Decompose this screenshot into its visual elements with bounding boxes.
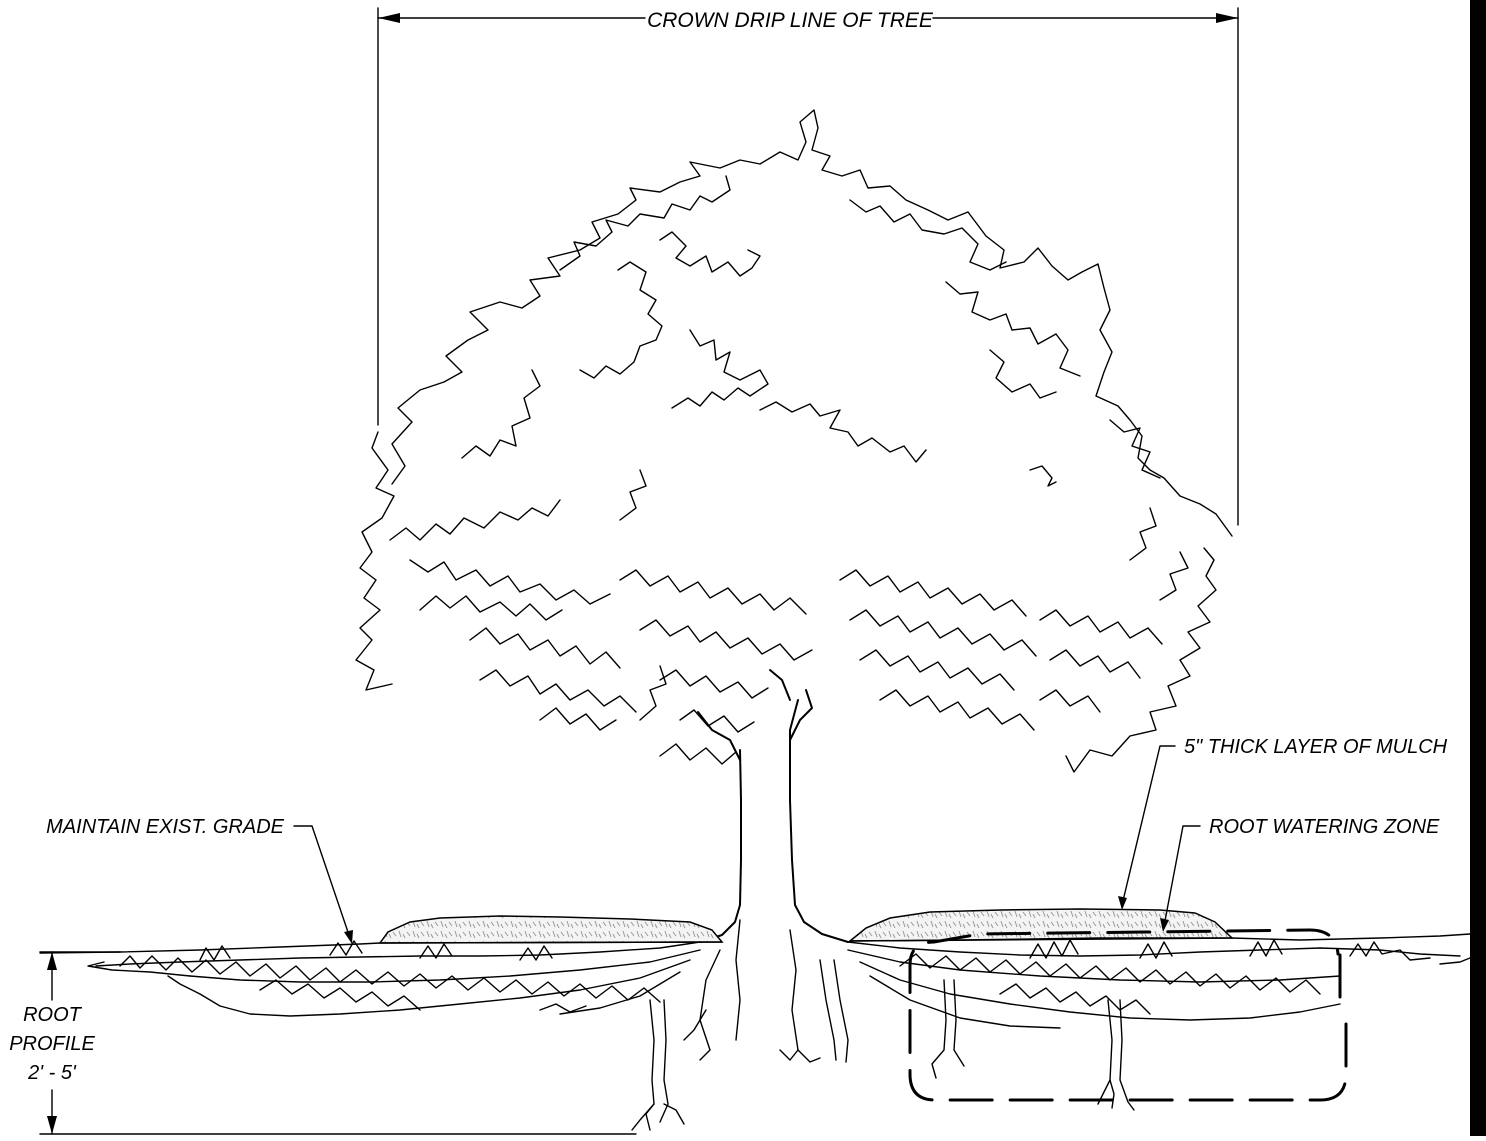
root-profile-label-1: ROOT: [23, 1004, 83, 1026]
root-profile-dimension: ROOT PROFILE 2' - 5': [9, 952, 636, 1134]
arrow-left-icon: [378, 13, 400, 23]
watering-zone-label: ROOT WATERING ZONE: [1209, 816, 1440, 838]
root-profile-label-2: PROFILE: [9, 1033, 95, 1055]
grade-label: MAINTAIN EXIST. GRADE: [46, 816, 284, 838]
arrow-up-icon: [47, 952, 57, 970]
tree-trunk: [698, 670, 848, 942]
arrow-right-icon: [1216, 13, 1238, 23]
grade-callout: MAINTAIN EXIST. GRADE: [46, 816, 353, 944]
crown-label: CROWN DRIP LINE OF TREE: [647, 9, 934, 32]
sheet-border: [1470, 0, 1486, 1136]
tree-canopy: [356, 110, 1232, 772]
mulch-label: 5" THICK LAYER OF MULCH: [1184, 736, 1448, 758]
crown-dimension: CROWN DRIP LINE OF TREE: [378, 8, 1238, 525]
watering-zone-callout: ROOT WATERING ZONE: [1160, 816, 1440, 932]
arrow-down-icon: [47, 1116, 57, 1134]
root-profile-label-3: 2' - 5': [27, 1062, 77, 1084]
